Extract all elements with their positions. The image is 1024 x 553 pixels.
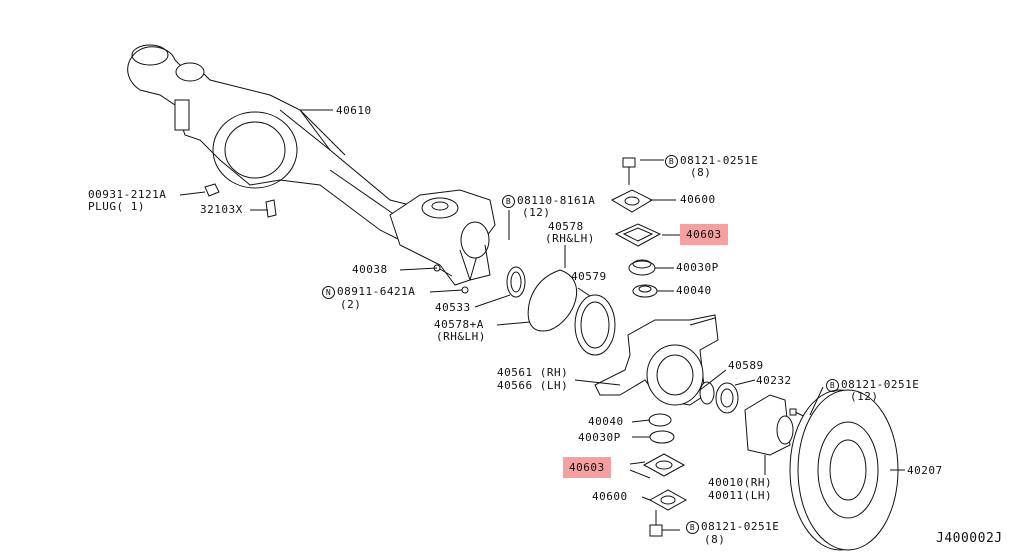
label-40578a-side: (RH&LH) bbox=[436, 330, 486, 343]
seal-40579[interactable] bbox=[574, 294, 616, 356]
cap-40600-top[interactable] bbox=[610, 189, 654, 213]
label-40040-bottom: 40040 bbox=[588, 415, 624, 428]
disc-rotor-40207[interactable] bbox=[789, 389, 899, 551]
label-40603-bottom-highlight[interactable]: 40603 bbox=[563, 457, 611, 478]
label-40030P-top: 40030P bbox=[676, 261, 719, 274]
label-08110-code: 08110-8161A bbox=[517, 194, 596, 207]
prefix-b-icon: B bbox=[665, 154, 678, 168]
label-40600-bottom: 40600 bbox=[592, 490, 628, 503]
label-40207: 40207 bbox=[907, 464, 943, 477]
label-40232: 40232 bbox=[756, 374, 792, 387]
label-40533: 40533 bbox=[435, 301, 471, 314]
cap-40600-bottom[interactable] bbox=[648, 489, 688, 511]
washer-08911[interactable] bbox=[461, 286, 469, 294]
label-40038: 40038 bbox=[352, 263, 388, 276]
label-32103: 32103X bbox=[200, 203, 243, 216]
spacer-40589[interactable] bbox=[699, 381, 715, 405]
bolt-08121-top[interactable] bbox=[622, 157, 636, 185]
label-08121-bottom-code: 08121-0251E bbox=[701, 520, 780, 533]
label-40010: 40010(RH) bbox=[708, 476, 773, 489]
shim-40603-top[interactable] bbox=[614, 223, 662, 247]
shim-40603-bottom[interactable] bbox=[642, 453, 686, 477]
label-40030P-bottom: 40030P bbox=[578, 431, 621, 444]
bearing-40030P-bottom[interactable] bbox=[649, 430, 675, 444]
label-08121-bottom-qty: (8) bbox=[704, 533, 726, 546]
label-40040-top: 40040 bbox=[676, 284, 712, 297]
label-00931: 00931-2121A bbox=[88, 188, 167, 201]
prefix-b-icon: B bbox=[686, 520, 699, 534]
label-40610: 40610 bbox=[336, 104, 372, 117]
label-40011: 40011(LH) bbox=[708, 489, 773, 502]
label-40600-top: 40600 bbox=[680, 193, 716, 206]
bearing-40030P-top[interactable] bbox=[628, 259, 656, 276]
hub-40010[interactable] bbox=[744, 394, 794, 456]
label-08121-mid-code: 08121-0251E bbox=[841, 378, 920, 391]
label-40579: 40579 bbox=[571, 270, 607, 283]
label-40578: 40578 bbox=[548, 220, 584, 233]
cone-40040-top[interactable] bbox=[632, 284, 658, 298]
leader-lines bbox=[179, 109, 905, 531]
axle-end-knuckle bbox=[389, 189, 496, 286]
bolt-08121-bottom[interactable] bbox=[649, 510, 663, 537]
label-08121-top-code: 08121-0251E bbox=[680, 154, 759, 167]
label-08121-mid-qty: (12) bbox=[850, 390, 879, 403]
label-40561: 40561 (RH) bbox=[497, 366, 569, 379]
breather-32103X[interactable] bbox=[265, 199, 277, 218]
label-40578-side: (RH&LH) bbox=[545, 232, 595, 245]
oil-seal-40533[interactable] bbox=[506, 266, 526, 298]
prefix-n-icon: N bbox=[322, 285, 335, 299]
label-08110-qty: (12) bbox=[522, 206, 551, 219]
prefix-b-icon: B bbox=[826, 378, 839, 392]
label-plug: PLUG( 1) bbox=[88, 200, 145, 213]
knuckle-40561[interactable] bbox=[594, 314, 719, 406]
label-08911-qty: (2) bbox=[340, 298, 362, 311]
label-08121-top-qty: (8) bbox=[690, 166, 712, 179]
label-40566: 40566 (LH) bbox=[497, 379, 569, 392]
label-40603-top-highlight[interactable]: 40603 bbox=[680, 224, 728, 245]
plug-00931[interactable] bbox=[204, 183, 220, 197]
label-40578a: 40578+A bbox=[434, 318, 484, 331]
label-40589: 40589 bbox=[728, 359, 764, 372]
diagram-id: J400002J bbox=[936, 531, 1003, 546]
axle-housing-40610[interactable] bbox=[127, 44, 421, 241]
label-08911-code: 08911-6421A bbox=[337, 285, 416, 298]
cone-40040-bottom[interactable] bbox=[648, 413, 672, 427]
retainer-40578[interactable] bbox=[527, 269, 578, 332]
prefix-b-icon: B bbox=[502, 194, 515, 208]
seal-40232[interactable] bbox=[715, 382, 739, 414]
